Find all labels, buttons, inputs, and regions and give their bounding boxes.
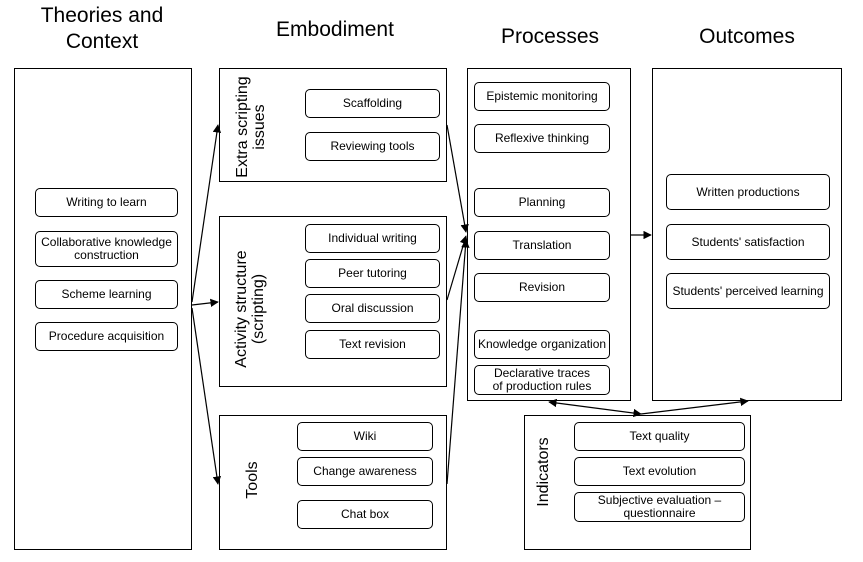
heading-theories-and-context: Theories and Context bbox=[40, 4, 164, 53]
indicator-text-evolution: Text evolution bbox=[574, 457, 745, 486]
arrow-processes-indicators bbox=[548, 398, 642, 418]
process-epistemic-monitoring: Epistemic monitoring bbox=[474, 82, 610, 111]
theory-writing-to-learn: Writing to learn bbox=[35, 188, 178, 217]
arrow-theories-to-extra-scripting bbox=[191, 124, 222, 303]
indicator-subjective-evaluation: Subjective evaluation – questionnaire bbox=[574, 492, 745, 522]
wiki-box: Wiki bbox=[297, 422, 433, 451]
arrow-activity-structure-to-processes bbox=[446, 235, 468, 301]
process-declarative-traces: Declarative traces of production rules bbox=[474, 365, 610, 395]
process-translation: Translation bbox=[474, 231, 610, 260]
arrow-theories-to-activity-structure bbox=[191, 298, 219, 308]
theory-collaborative-knowledge-construction: Collaborative knowledge construction bbox=[35, 231, 178, 267]
arrow-theories-to-tools bbox=[191, 307, 222, 485]
process-reflexive-thinking: Reflexive thinking bbox=[474, 124, 610, 153]
individual-writing-box: Individual writing bbox=[305, 224, 440, 253]
change-awareness-box: Change awareness bbox=[297, 457, 433, 486]
theory-procedure-acquisition: Procedure acquisition bbox=[35, 322, 178, 351]
arrow-extra-scripting-to-processes bbox=[446, 124, 469, 233]
heading-embodiment: Embodiment bbox=[276, 18, 394, 41]
process-planning: Planning bbox=[474, 188, 610, 217]
outcome-students-perceived-learning: Students' perceived learning bbox=[666, 273, 830, 309]
scaffolding-box: Scaffolding bbox=[305, 89, 440, 118]
peer-tutoring-box: Peer tutoring bbox=[305, 259, 440, 288]
chat-box-box: Chat box bbox=[297, 500, 433, 529]
arrow-tools-to-processes bbox=[446, 239, 470, 485]
oral-discussion-box: Oral discussion bbox=[305, 294, 440, 323]
text-revision-box: Text revision bbox=[305, 330, 440, 359]
process-revision: Revision bbox=[474, 273, 610, 302]
process-knowledge-organization: Knowledge organization bbox=[474, 330, 610, 359]
theories-panel bbox=[14, 68, 192, 550]
indicator-text-quality: Text quality bbox=[574, 422, 745, 451]
extra-scripting-panel bbox=[219, 68, 447, 182]
reviewing-tools-box: Reviewing tools bbox=[305, 132, 440, 161]
heading-outcomes: Outcomes bbox=[699, 25, 795, 48]
outcome-written-productions: Written productions bbox=[666, 174, 830, 210]
heading-processes: Processes bbox=[500, 25, 600, 48]
outcome-students-satisfaction: Students' satisfaction bbox=[666, 224, 830, 260]
theory-scheme-learning: Scheme learning bbox=[35, 280, 178, 309]
arrow-outcomes-indicators bbox=[640, 397, 749, 415]
